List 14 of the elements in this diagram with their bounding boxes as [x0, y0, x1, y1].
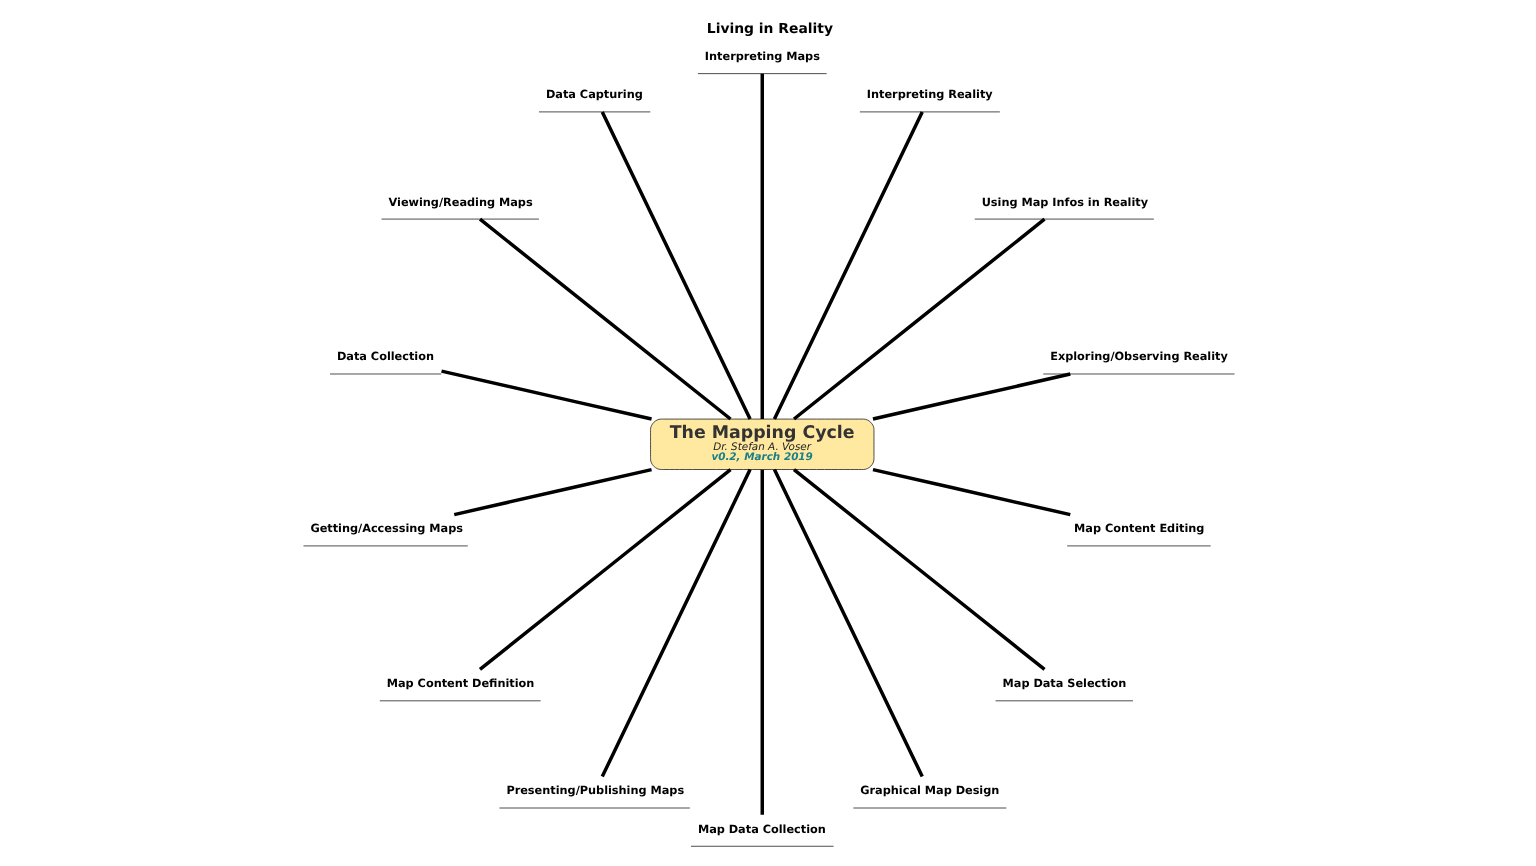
connector	[759, 469, 763, 815]
connector	[599, 468, 751, 778]
connector	[791, 468, 1045, 671]
connector	[477, 468, 731, 671]
connector	[771, 468, 923, 778]
connector	[599, 111, 751, 420]
connector	[759, 73, 763, 419]
connector	[477, 217, 731, 421]
connector	[871, 372, 1070, 421]
connector	[440, 369, 651, 421]
connector	[771, 111, 923, 420]
connector	[871, 467, 1070, 517]
connector	[791, 217, 1045, 421]
connector	[452, 467, 651, 517]
